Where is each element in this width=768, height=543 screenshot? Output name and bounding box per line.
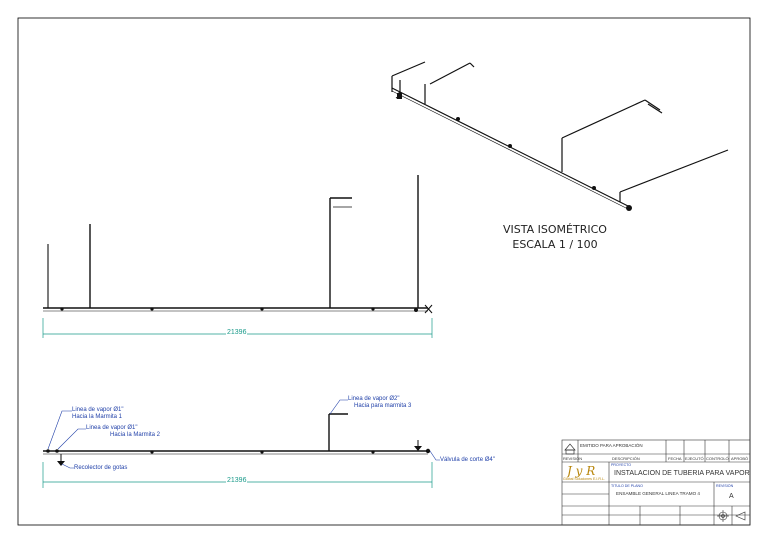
plan-title: ENSAMBLE GENERAL LINEA TRAMO 4: [616, 491, 700, 496]
house-icon: [564, 443, 576, 455]
tb-description-label: DESCRIPCIÓN: [612, 456, 640, 461]
callout-steam-line-3-size: Linea de vapor Ø2": [348, 396, 400, 402]
tb-project-label: PROYECTO: [611, 463, 632, 467]
isometric-title-line1: VISTA ISOMÉTRICO: [503, 223, 607, 236]
callout-steam-line-3-dest: Hacia para marmita 3: [354, 403, 412, 409]
tb-approved-label: APROBÓ: [731, 456, 749, 461]
isometric-view-title: VISTA ISOMÉTRICO ESCALA 1 / 100: [480, 222, 630, 252]
tb-controlled-label: CONTROLÓ: [706, 456, 729, 461]
callout-steam-line-1-dest: Hacia la Marmita 1: [72, 414, 123, 420]
callout-steam-line-3: Linea de vapor Ø2" Hacia para marmita 3: [348, 396, 411, 410]
callout-steam-line-2-dest: Hacia la Marmita 2: [110, 432, 161, 438]
elevation-dimension-label: 21396: [226, 329, 248, 336]
title-block-grid: [561, 439, 751, 526]
elevation-view: [43, 175, 433, 314]
tb-executed-label: EJECUTÓ: [685, 456, 704, 461]
callout-steam-line-1: Linea de vapor Ø1" Hacia la Marmita 1: [72, 407, 124, 421]
tb-revision-label: REVISIÓN: [563, 456, 583, 461]
company-name: Global Soluciones E.I.R.L.: [563, 477, 605, 481]
tb-plan-title-label: TITULO DE PLANO: [611, 484, 643, 488]
tb-revision-label-right: REVISIÓN: [716, 484, 734, 488]
tb-revision-row: EMITIDO PARA APROBACIÓN: [580, 443, 643, 448]
isometric-scale-line: ESCALA 1 / 100: [512, 238, 598, 251]
tb-date-label: FECHA: [668, 456, 682, 461]
plan-dimension-label: 21396: [226, 477, 248, 484]
plan-fittings: [46, 446, 431, 466]
tb-revision-value: A: [729, 493, 734, 500]
elevation-fittings: [60, 307, 418, 312]
projection-symbol-icon: [717, 510, 746, 522]
sheet-border: [17, 17, 751, 526]
company-logo: J y R: [567, 464, 596, 478]
callout-steam-line-1-size: Linea de vapor Ø1": [72, 407, 124, 413]
isometric-view: [391, 61, 729, 211]
isometric-fittings: [397, 92, 632, 211]
callout-steam-line-2: Linea de vapor Ø1" Hacia la Marmita 2: [86, 425, 160, 439]
plan-leaders: [47, 399, 440, 469]
callout-shutoff-valve: Válvula de corte Ø4": [440, 457, 495, 463]
drawing-title: INSTALACIÓN DE TUBERÍA PARA VAPOR: [614, 470, 750, 477]
plan-view: [43, 413, 428, 463]
callout-drip-collector: Recolector de gotas: [74, 465, 128, 471]
callout-steam-line-2-size: Linea de vapor Ø1": [86, 425, 138, 431]
